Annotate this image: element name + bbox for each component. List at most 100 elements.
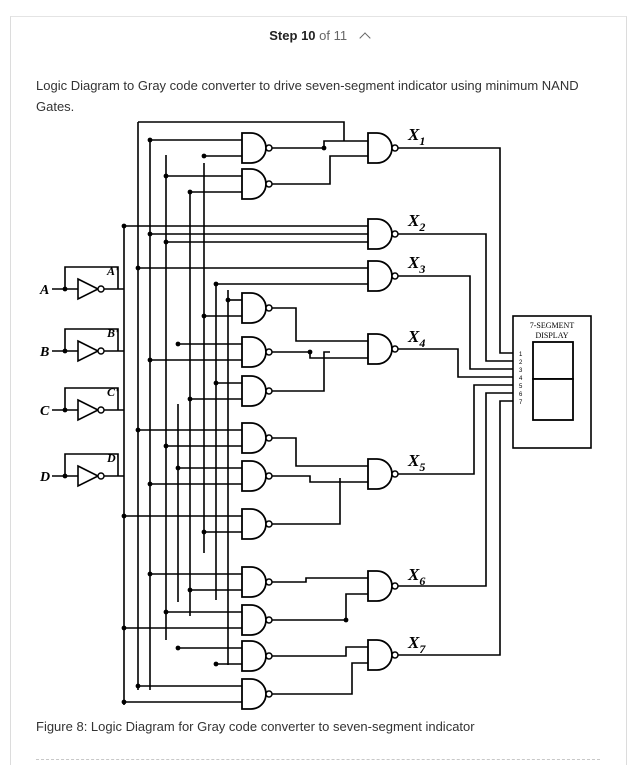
junction-dot bbox=[213, 661, 219, 667]
junction-dot bbox=[62, 348, 68, 354]
junction-dot bbox=[62, 473, 68, 479]
junction-dot bbox=[147, 137, 153, 143]
output-label-x5: X5 bbox=[407, 451, 425, 474]
junction-dot bbox=[201, 153, 207, 159]
output-label-x3: X3 bbox=[407, 253, 425, 276]
inversion-bubble bbox=[391, 230, 399, 238]
nand-gate-mid bbox=[241, 566, 267, 598]
nand-gate-out-3 bbox=[367, 260, 393, 292]
input-label-b: B bbox=[39, 345, 49, 360]
wire bbox=[272, 155, 368, 185]
wire bbox=[398, 392, 513, 587]
junction-dot bbox=[175, 465, 181, 471]
inverted-label-d: D' bbox=[106, 451, 120, 465]
wire bbox=[64, 266, 119, 289]
inversion-bubble bbox=[265, 304, 273, 312]
junction-dot bbox=[147, 357, 153, 363]
wire bbox=[272, 593, 368, 621]
inverter-bubble bbox=[97, 406, 105, 414]
junction-dot bbox=[135, 427, 141, 433]
inverter-bubble bbox=[97, 285, 105, 293]
output-label-x1: X1 bbox=[407, 125, 425, 148]
wire bbox=[272, 662, 368, 695]
inversion-bubble bbox=[265, 652, 273, 660]
inverted-label-a: A' bbox=[106, 264, 119, 278]
inversion-bubble bbox=[265, 520, 273, 528]
inverted-label-b: B' bbox=[106, 326, 119, 340]
input-label-c: C bbox=[40, 404, 50, 419]
step-indicator[interactable]: Step 10 of 11 bbox=[0, 28, 638, 44]
wire bbox=[398, 275, 513, 370]
display-pin-5: 5 bbox=[519, 384, 523, 390]
display-pin-2: 2 bbox=[519, 360, 523, 366]
junction-dot bbox=[187, 189, 193, 195]
inversion-bubble bbox=[265, 472, 273, 480]
display-pin-1: 1 bbox=[519, 352, 523, 358]
wire bbox=[398, 147, 513, 354]
wire bbox=[272, 478, 341, 525]
step-description: Logic Diagram to Gray code converter to … bbox=[36, 78, 579, 114]
nand-gate-mid bbox=[241, 422, 267, 454]
nand-gate-out-2 bbox=[367, 218, 393, 250]
nand-gate-mid bbox=[241, 604, 267, 636]
junction-dot bbox=[175, 341, 181, 347]
junction-dot bbox=[187, 396, 193, 402]
step-label: Step bbox=[269, 28, 298, 43]
wire bbox=[272, 577, 368, 583]
display-title-1: 7-SEGMENT bbox=[530, 321, 575, 330]
wire bbox=[64, 328, 119, 351]
junction-dot bbox=[147, 571, 153, 577]
wire bbox=[138, 121, 345, 141]
junction-dot bbox=[163, 173, 169, 179]
output-label-x6: X6 bbox=[407, 565, 425, 588]
nand-gate-mid bbox=[241, 640, 267, 672]
inversion-bubble bbox=[265, 616, 273, 624]
display-pin-7: 7 bbox=[519, 400, 523, 406]
segment-bottom bbox=[532, 378, 574, 421]
display-pin-6: 6 bbox=[519, 392, 523, 398]
nand-gate-mid bbox=[241, 460, 267, 492]
inversion-bubble bbox=[391, 272, 399, 280]
inversion-bubble bbox=[265, 144, 273, 152]
inverter-a bbox=[77, 277, 100, 301]
display-pin-3: 3 bbox=[519, 368, 523, 374]
output-label-x7: X7 bbox=[407, 633, 426, 656]
nand-gate-x1b bbox=[241, 168, 267, 200]
junction-dot bbox=[62, 286, 68, 292]
junction-dot bbox=[201, 529, 207, 535]
nand-gate-mid bbox=[241, 508, 267, 540]
nand-gates bbox=[241, 132, 399, 710]
display-title-2: DISPLAY bbox=[535, 331, 568, 340]
junction-dot bbox=[213, 281, 219, 287]
junction-dot bbox=[175, 645, 181, 651]
inversion-bubble bbox=[391, 651, 399, 659]
junction-dot bbox=[135, 683, 141, 689]
nand-gate-mid bbox=[241, 336, 267, 368]
junction-dot bbox=[201, 313, 207, 319]
wire bbox=[398, 348, 513, 378]
inversion-bubble bbox=[265, 434, 273, 442]
inversion-bubble bbox=[391, 345, 399, 353]
junction-dot bbox=[121, 223, 127, 229]
wire bbox=[272, 475, 368, 483]
wires bbox=[52, 121, 513, 705]
wire bbox=[398, 384, 513, 475]
junction-dot bbox=[187, 587, 193, 593]
nand-gate-out-1 bbox=[367, 132, 393, 164]
junction-dot bbox=[163, 239, 169, 245]
inverter-c bbox=[77, 398, 100, 422]
junction-dots bbox=[62, 137, 349, 705]
inverter-d bbox=[77, 464, 100, 488]
wire bbox=[64, 387, 119, 410]
wire bbox=[272, 351, 368, 359]
nand-gate-out-4 bbox=[367, 333, 393, 365]
junction-dot bbox=[62, 407, 68, 413]
junction-dot bbox=[121, 513, 127, 519]
nand-gate-out-7 bbox=[367, 639, 393, 671]
input-label-a: A bbox=[39, 283, 49, 298]
inverted-label-c: C' bbox=[107, 385, 119, 399]
junction-dot bbox=[163, 609, 169, 615]
nand-gate-mid bbox=[241, 292, 267, 324]
